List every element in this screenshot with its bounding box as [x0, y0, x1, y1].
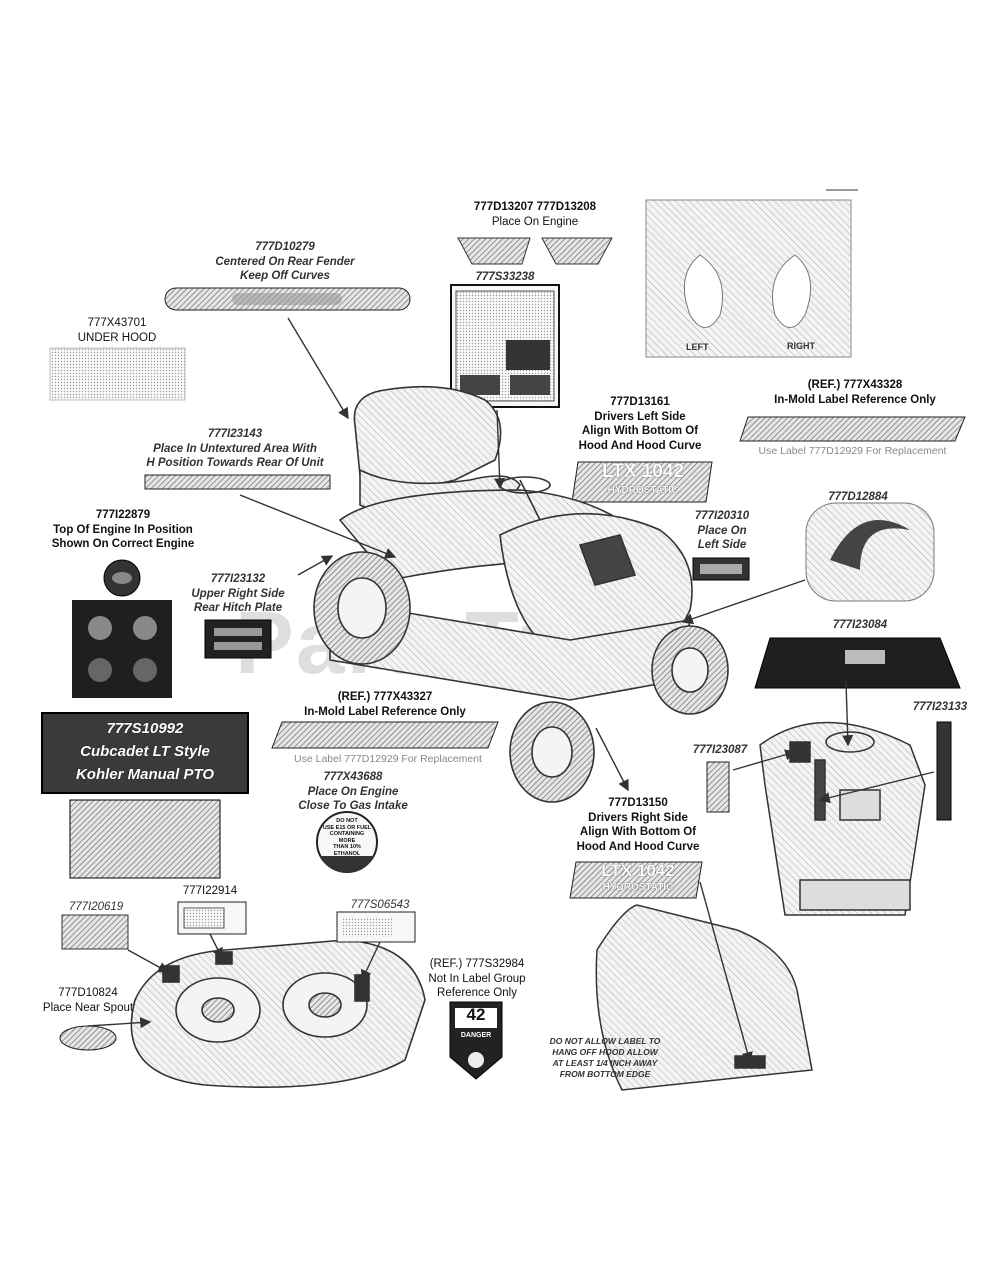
label-777S33238: 777S33238 — [475, 271, 535, 283]
engine-square-decal — [72, 600, 172, 698]
blank-stippled-decal — [69, 799, 221, 879]
hitch-plate-decal — [204, 619, 272, 659]
deck-number-text: 42 — [466, 1005, 486, 1024]
operator-footprint-decal — [645, 189, 858, 358]
round-hood-decal — [805, 502, 935, 602]
label-777I22879: 777I22879 Top Of Engine In Position Show… — [51, 509, 195, 550]
under-hood-decal — [49, 347, 186, 401]
ref-777X43327-note: Use Label 777D12929 For Replacement — [294, 753, 482, 765]
console-small-decal — [706, 761, 730, 813]
label-777I20310: 777I20310 Place On Left Side — [694, 510, 750, 551]
console-vertical-decal — [936, 721, 952, 821]
leader-lines — [87, 317, 935, 1064]
mower-deck-illustration — [130, 939, 426, 1088]
ref-x43328-badge — [739, 416, 966, 442]
label-777I23143: 777I23143 Place In Untextured Area With … — [146, 428, 324, 469]
spout-decal — [59, 1025, 117, 1051]
deck-decal-20619 — [61, 914, 129, 950]
label-777X43688: 777X43688 Place On Engine Close To Gas I… — [298, 771, 408, 812]
dash-console-illustration — [759, 721, 926, 916]
ref-777X43328-note: Use Label 777D12929 For Replacement — [758, 445, 947, 457]
kohler-label-text: 777S10992 Cubcadet LT Style Kohler Manua… — [75, 720, 215, 783]
hood-side-illustration — [595, 904, 813, 1091]
label-ref-777S32984: (REF.) 777S32984 Not In Label Group Refe… — [428, 958, 526, 999]
label-777I22914: 777I22914 — [182, 885, 238, 897]
ltx-right-text: LTX 1042 HYDROSTATIC — [601, 861, 675, 894]
label-777D13161: 777D13161 Drivers Left Side Align With B… — [578, 396, 702, 452]
fuel-warning-text: DO NOT USE E15 OR FUEL CONTAINING MORE T… — [322, 818, 372, 857]
ltx-right-decal — [569, 861, 703, 899]
footprint-right-label: RIGHT — [787, 341, 815, 351]
engine-decal-pair — [457, 237, 613, 265]
danger-text: DANGER — [460, 1032, 492, 1039]
label-ref-777X43328: (REF.) 777X43328 In-Mold Label Reference… — [774, 379, 936, 406]
label-777I23084: 777I23084 — [832, 619, 888, 631]
label-777X43701: 777X43701 UNDER HOOD — [77, 317, 157, 344]
warning-decal-card — [450, 284, 560, 408]
ltx-left-text: LTX 1042 HYDROSTATIC — [601, 461, 685, 496]
untextured-area-strip — [144, 474, 331, 490]
label-777D13150: 777D13150 Drivers Right Side Align With … — [576, 797, 700, 853]
label-777D12884: 777D12884 — [828, 491, 888, 503]
label-ref-777X43327: (REF.) 777X43327 In-Mold Label Reference… — [304, 691, 466, 718]
label-777D13207: 777D13207 777D13208 Place On Engine — [473, 201, 597, 228]
ltx-left-decal — [571, 461, 713, 503]
kohler-label-box — [41, 712, 249, 794]
deck-danger-42-decal — [449, 1001, 503, 1080]
label-do-not-allow: DO NOT ALLOW LABEL TO HANG OFF HOOD ALLO… — [549, 1036, 661, 1079]
label-777D10279: 777D10279 Centered On Rear Fender Keep O… — [215, 241, 355, 282]
tractor-illustration — [313, 385, 729, 803]
label-777I23133: 777I23133 — [912, 701, 968, 713]
label-777I23087: 777I23087 — [692, 744, 748, 756]
ref-x43327-badge — [271, 721, 499, 749]
label-777S06543: 777S06543 — [350, 899, 410, 911]
label-777I20619: 777I20619 — [68, 901, 124, 913]
label-777I23132: 777I23132 Upper Right Side Rear Hitch Pl… — [191, 573, 285, 614]
label-777D10824: 777D10824 Place Near Spout — [42, 987, 134, 1014]
footprint-left-label: LEFT — [686, 342, 709, 352]
